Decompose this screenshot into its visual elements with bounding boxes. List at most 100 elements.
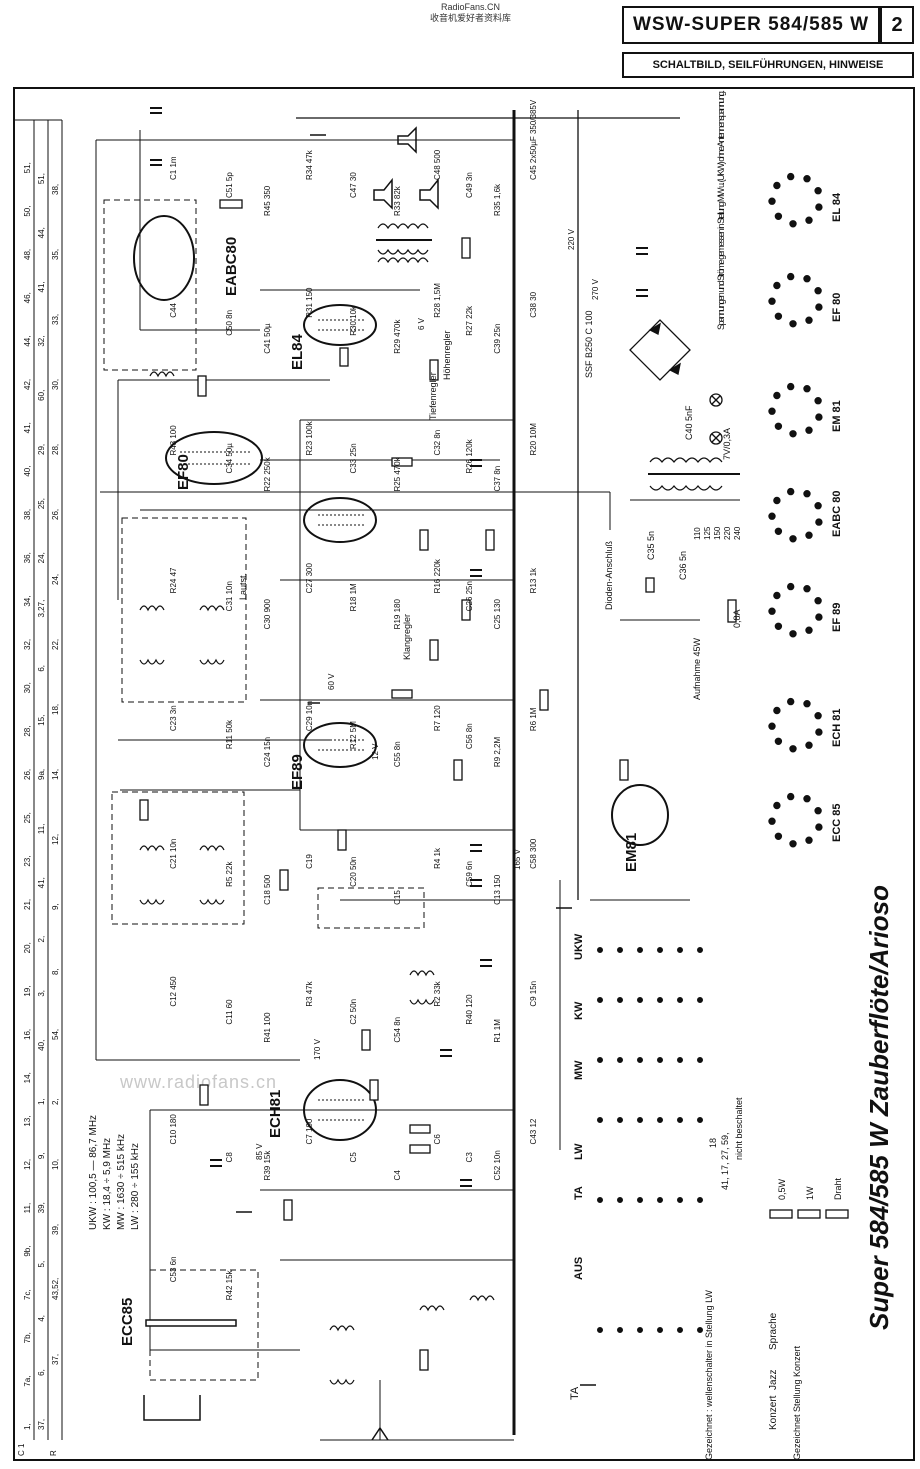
component-label: R35 1,6k — [493, 183, 502, 216]
base-pin — [814, 807, 822, 815]
ruler-cell: 21, — [23, 899, 32, 910]
base-pin — [773, 281, 781, 290]
component-label: C11 60 — [225, 999, 234, 1025]
base-pin — [789, 320, 797, 328]
tube-label-ecc85: ECC85 — [119, 1298, 136, 1346]
rail-voltage: 6 V — [417, 317, 426, 330]
note-drawn-position: Gezeichnet Stellung Konzert — [792, 1345, 802, 1460]
tube-label-el84: EL84 — [289, 333, 306, 370]
base-pin — [773, 706, 781, 715]
ruler-cell: 16, — [23, 1029, 32, 1040]
switch-contact — [697, 1117, 703, 1123]
note-aufnahme: Aufnahme 45W — [692, 637, 702, 700]
component-label: R29 470k — [393, 319, 402, 354]
base-pin — [805, 741, 813, 749]
ruler-cell: 9a, — [37, 769, 46, 780]
base-pin — [768, 407, 776, 415]
ruler-cell: 26, — [23, 769, 32, 780]
ruler-cell: 14, — [23, 1072, 32, 1083]
note-dioden: Dioden-Anschluß — [604, 540, 614, 610]
ruler-cell: 37, — [37, 1419, 46, 1430]
capacitor-marks — [150, 107, 648, 1187]
ruler-cell: 30, — [51, 379, 60, 390]
component-label: R25 470k — [393, 456, 402, 491]
component-label: C44 — [169, 303, 178, 318]
base-pin — [805, 316, 813, 324]
component-label: C34 50µ — [225, 443, 234, 474]
base-pin — [773, 591, 781, 600]
component-label: C12 450 — [169, 976, 178, 1007]
switch-contact — [597, 997, 603, 1003]
base-pin — [768, 197, 776, 205]
component-label: C53 6n — [169, 1256, 178, 1282]
base-pin — [787, 487, 795, 496]
base-pin — [774, 622, 783, 630]
freq-lw: LW : 280 ÷ 155 kHz — [130, 1143, 141, 1230]
speaker-icons — [373, 126, 439, 210]
component-label: C26 25n — [465, 581, 474, 611]
base-pin — [803, 585, 811, 593]
ruler-cell: 60, — [37, 390, 46, 401]
component-label: C10 180 — [169, 1114, 178, 1145]
base-pin — [803, 385, 811, 393]
switch-contact — [597, 1197, 603, 1203]
ruler-cell: 51, — [23, 162, 32, 173]
ruler-cell: 54, — [51, 1029, 60, 1040]
component-label: R19 180 — [393, 599, 402, 630]
component-label: R24 47 — [169, 567, 178, 593]
switch-contact — [657, 997, 663, 1003]
fuse-primary-label: 0,8A — [732, 609, 742, 628]
base-pin — [787, 172, 795, 181]
component-label: R20 10M — [529, 423, 538, 456]
sound-mode-label: Sprache — [768, 1312, 779, 1350]
switch-contact — [657, 1327, 663, 1333]
voltage-note-text: Spannungen und Ströme gemessen in Stellu… — [716, 90, 726, 330]
base-pin — [774, 212, 783, 221]
tube-label-eabc80: EABC80 — [223, 237, 240, 296]
note-ta: TA — [569, 1386, 581, 1400]
base-pin — [773, 496, 781, 505]
switch-contact — [637, 947, 643, 953]
base-pin — [768, 512, 776, 520]
component-label: R12 5M — [349, 721, 358, 749]
tube-label-em81: EM81 — [623, 833, 640, 872]
switch-position-aus: AUS — [573, 1257, 585, 1280]
switch-contact — [637, 1057, 643, 1063]
tube-label-ef80: EF80 — [175, 454, 192, 490]
resistor-legend-label: Draht — [833, 1177, 843, 1200]
switch-contact — [637, 1327, 643, 1333]
pilot-lamps — [709, 393, 723, 445]
tube-grids — [180, 319, 364, 1121]
rail-voltage: 220 V — [567, 228, 576, 250]
ecc85-block — [143, 1319, 237, 1421]
base-pin — [803, 275, 811, 283]
tube-ech81-envelope — [303, 1079, 377, 1141]
tube-eabc80b-envelope — [303, 497, 377, 543]
component-label: C38 30 — [529, 291, 538, 317]
tube-ef89-envelope — [303, 722, 377, 768]
document-subtitle: SCHALTBILD, SEILFÜHRUNGEN, HINWEISE — [622, 52, 914, 78]
base-label: ECH 81 — [831, 708, 843, 747]
ruler-cell: 20, — [23, 942, 32, 953]
tube-label-ef89: EF89 — [289, 754, 306, 790]
switch-contact — [677, 1327, 683, 1333]
component-label: R4 1k — [433, 847, 442, 869]
base-pin — [815, 413, 823, 421]
base-pin — [773, 801, 781, 810]
watermark-middle: www.radiofans.cn — [120, 1072, 278, 1092]
base-pin — [773, 181, 781, 190]
component-label: C4 — [393, 1170, 402, 1181]
component-label: C29 10n — [305, 701, 314, 731]
base-pin — [789, 220, 797, 228]
component-label: R2 33k — [433, 980, 442, 1006]
watermark-top-line2: 收音机爱好者资料库 — [430, 13, 512, 23]
ruler-cell: 9b, — [23, 1246, 32, 1257]
switch-contact — [697, 997, 703, 1003]
mains-tap-label: 240 — [733, 526, 742, 540]
switch-position-mw: MW — [573, 1060, 585, 1080]
ruler-cell: 40, — [37, 1040, 46, 1051]
rectifier-label: SSF B250 C 100 — [584, 310, 594, 378]
